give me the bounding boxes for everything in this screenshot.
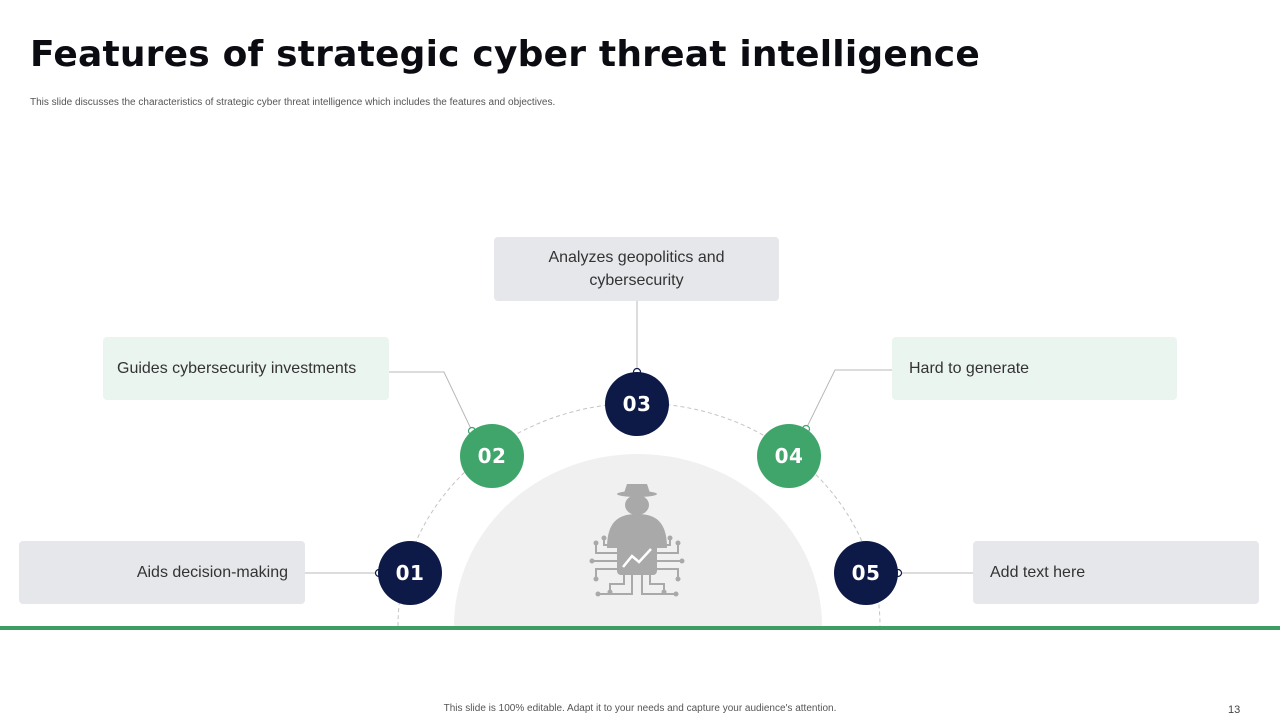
hacker-lock-icon [589,484,685,597]
accent-bar [0,626,1280,630]
step-circle-04: 04 [757,424,821,488]
feature-box-03: Analyzes geopolitics and cybersecurity [494,237,779,301]
feature-box-04: Hard to generate [892,337,1177,400]
page-number: 13 [1228,704,1241,716]
feature-text-02: Guides cybersecurity investments [117,360,357,377]
feature-text-01: Aids decision-making [136,564,288,581]
feature-box-01: Aids decision-making [19,541,305,604]
step-circle-01: 01 [378,541,442,605]
slide-subtitle: This slide discusses the characteristics… [30,97,556,108]
step-circle-05: 05 [834,541,898,605]
feature-text-03: Analyzes geopolitics and cybersecurity [548,249,725,289]
step-circle-03: 03 [605,372,669,436]
connector-02 [389,371,473,432]
feature-text-05: Add text here [990,564,1086,581]
feature-text-04: Hard to generate [909,360,1030,377]
step-circle-02: 02 [460,424,524,488]
slide-title: Features of strategic cyber threat intel… [30,34,980,75]
feature-box-05: Add text here [973,541,1259,604]
feature-box-02: Guides cybersecurity investments [103,337,389,400]
footer-note: This slide is 100% editable. Adapt it to… [443,703,837,714]
connector-04 [805,369,892,430]
